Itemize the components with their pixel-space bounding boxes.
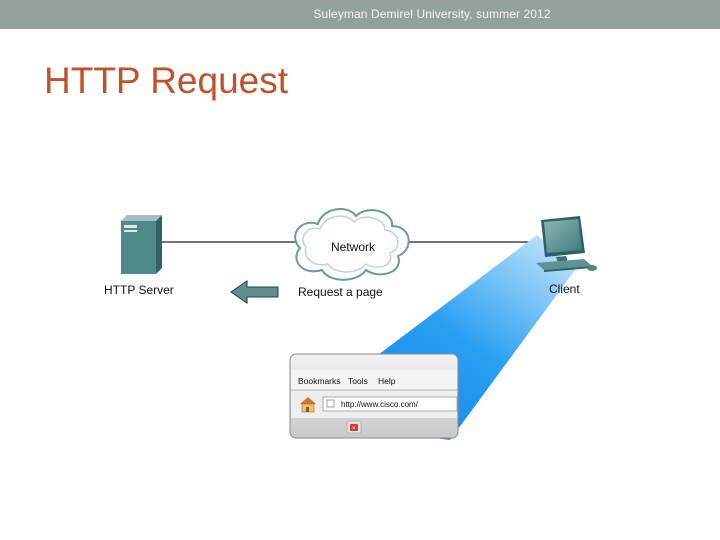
server-label: HTTP Server bbox=[104, 283, 174, 297]
menu-tools[interactable]: Tools bbox=[348, 376, 368, 386]
browser-window: Bookmarks Tools Help http://www.cisco.co… bbox=[290, 354, 458, 438]
server-icon bbox=[121, 215, 162, 274]
menu-help[interactable]: Help bbox=[378, 376, 396, 386]
client-computer-icon bbox=[536, 216, 597, 272]
request-label: Request a page bbox=[298, 285, 383, 299]
network-label: Network bbox=[331, 240, 376, 254]
client-label: Client bbox=[549, 282, 580, 296]
svg-text:×: × bbox=[352, 426, 356, 432]
left-arrow-icon bbox=[231, 281, 278, 303]
menu-bookmarks[interactable]: Bookmarks bbox=[298, 376, 341, 386]
address-input[interactable]: http://www.cisco.com/ bbox=[341, 400, 419, 409]
